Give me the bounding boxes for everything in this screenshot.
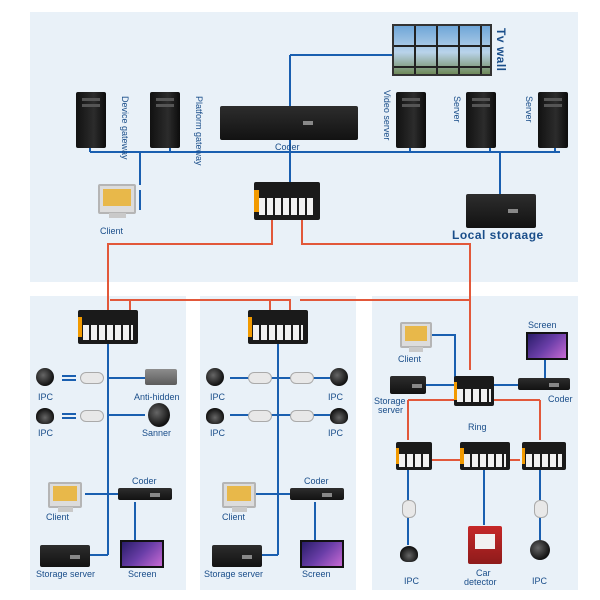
left-storage-label: Storage server: [36, 569, 96, 579]
right-balun1-icon: [402, 500, 416, 518]
device-gateway-label: Device gateway: [120, 96, 130, 160]
platform-gateway-icon: [150, 92, 180, 148]
left-storage-icon: [40, 545, 90, 567]
tv-wall-icon: [392, 24, 492, 76]
right-ipc2-icon: [530, 540, 550, 560]
left-coder-icon: [118, 488, 172, 500]
mid-balun2-icon: [290, 372, 314, 384]
left-coder-label: Coder: [132, 476, 157, 486]
car-detector-label-2: detector: [464, 577, 497, 587]
mid-storage-label: Storage server: [204, 569, 264, 579]
mid-screen-label: Screen: [302, 569, 331, 579]
ring-switch3-icon: [522, 442, 566, 470]
local-storage-icon: [466, 194, 536, 228]
right-switch-icon: [454, 376, 494, 406]
anti-hidden-icon: [145, 369, 177, 385]
mid-ipc3-label: IPC: [210, 428, 226, 438]
video-server-label: Video server: [382, 90, 392, 141]
right-coder-icon: [518, 378, 570, 390]
left-ipc2-label: IPC: [38, 428, 54, 438]
right-storage-label-2: server: [378, 405, 404, 415]
right-screen-icon: [526, 332, 568, 360]
left-client-icon: [48, 482, 82, 512]
mid-ipc1-label: IPC: [210, 392, 226, 402]
right-balun2-icon: [534, 500, 548, 518]
sanner-icon: [148, 403, 170, 427]
local-storage-label: Local storaage: [452, 228, 544, 242]
right-ipc1-label: IPC: [404, 576, 420, 586]
coder-label: Coder: [275, 142, 300, 152]
middle-switch-icon: [248, 310, 308, 344]
left-ipc1-label: IPC: [38, 392, 54, 402]
left-ipc2-icon: [36, 408, 54, 424]
mid-ipc2-label: IPC: [328, 392, 344, 402]
server1-label: Server: [452, 96, 462, 123]
coder-icon: [220, 106, 358, 140]
ring-switch2-icon: [460, 442, 510, 470]
mid-ipc3-icon: [206, 408, 224, 424]
mid-coder-label: Coder: [304, 476, 329, 486]
mid-balun3-icon: [248, 410, 272, 422]
server1-icon: [466, 92, 496, 148]
mid-ipc4-label: IPC: [328, 428, 344, 438]
mid-coder-icon: [290, 488, 344, 500]
mid-client-label: Client: [222, 512, 246, 522]
tv-wall-label: Tv wall: [494, 28, 508, 72]
left-client-label: Client: [46, 512, 70, 522]
client-label: Client: [100, 226, 124, 236]
mid-screen-icon: [300, 540, 344, 568]
right-ipc1-icon: [400, 546, 418, 562]
mid-balun1-icon: [248, 372, 272, 384]
ring-switch1-icon: [396, 442, 432, 470]
server2-icon: [538, 92, 568, 148]
left-switch-icon: [78, 310, 138, 344]
car-detector-label-1: Car: [476, 568, 491, 578]
client-pc-icon: [98, 184, 136, 218]
core-switch-icon: [254, 182, 320, 220]
platform-gateway-label: Platform gateway: [194, 96, 204, 166]
sanner-label: Sanner: [142, 428, 172, 438]
left-screen-label: Screen: [128, 569, 157, 579]
mid-balun4-icon: [290, 410, 314, 422]
right-storage-icon: [390, 376, 426, 394]
mid-ipc2-icon: [330, 368, 348, 386]
right-storage-label-1: Storage: [374, 396, 406, 406]
anti-hidden-label: Anti-hidden: [134, 392, 180, 402]
left-balun2-icon: [80, 410, 104, 422]
right-coder-label: Coder: [548, 394, 573, 404]
ring-label: Ring: [468, 422, 487, 432]
mid-ipc4-icon: [330, 408, 348, 424]
mid-client-icon: [222, 482, 256, 512]
mid-ipc1-icon: [206, 368, 224, 386]
left-ipc1-icon: [36, 368, 54, 386]
left-balun1-icon: [80, 372, 104, 384]
right-ipc2-label: IPC: [532, 576, 548, 586]
right-client-icon: [400, 322, 432, 352]
video-server-icon: [396, 92, 426, 148]
device-gateway-icon: [76, 92, 106, 148]
left-screen-icon: [120, 540, 164, 568]
right-screen-label: Screen: [528, 320, 557, 330]
mid-storage-icon: [212, 545, 262, 567]
right-client-label: Client: [398, 354, 422, 364]
server2-label: Server: [524, 96, 534, 123]
car-detector-icon: [468, 526, 502, 564]
